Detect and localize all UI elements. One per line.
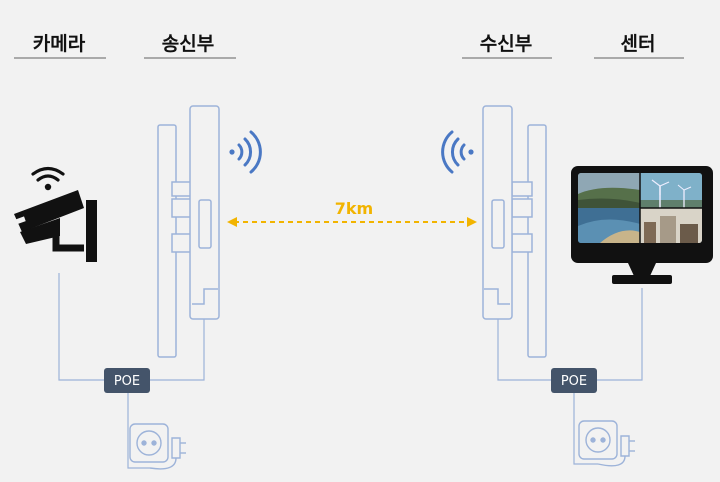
receiver-port: [491, 199, 505, 249]
cctv-camera-icon: [14, 166, 97, 262]
power-outlet-icon: [578, 420, 635, 467]
left-cables: [58, 273, 205, 469]
distance-arrow-left: [227, 217, 237, 227]
receiver-bracket-top: [511, 181, 533, 197]
wifi-signal-icon: [441, 130, 474, 174]
receiver-port-notch: [484, 288, 510, 305]
transmitter-antenna: [157, 105, 220, 358]
transmitter-port-notch: [192, 288, 218, 305]
poe-to-outlet-cable-left: [127, 392, 150, 469]
heading-camera: 카메라: [14, 33, 106, 59]
poe-label-right: POE: [561, 374, 587, 389]
transmitter-bracket-bottom: [171, 233, 193, 253]
heading-center: 센터: [594, 33, 684, 59]
camera-to-poe-cable: [58, 273, 104, 381]
right-cables: [497, 288, 643, 465]
transmitter-port: [198, 199, 212, 249]
receiver-antenna: [482, 105, 547, 358]
receiver-bracket-bottom: [511, 233, 533, 253]
wifi-signal-icon: [229, 130, 262, 174]
heading-camera-label: 카메라: [33, 33, 86, 55]
heading-receiver-label: 수신부: [480, 33, 532, 55]
transmitter-to-poe-cable: [150, 318, 205, 381]
distance-link: 7km: [227, 199, 477, 227]
distance-label: 7km: [335, 199, 373, 218]
distance-arrow-right: [467, 217, 477, 227]
heading-transmitter-label: 송신부: [162, 33, 214, 55]
transmitter-bracket-middle: [171, 198, 193, 218]
poe-box-right: POE: [551, 368, 597, 393]
monitor-screen: [578, 173, 702, 243]
receiver-to-poe-cable: [497, 318, 551, 381]
receiver-bracket-middle: [511, 198, 533, 218]
poe-label-left: POE: [114, 374, 140, 389]
poe-to-outlet-cable-right: [573, 392, 598, 465]
transmitter-bracket-top: [171, 181, 193, 197]
poe-box-left: POE: [104, 368, 150, 393]
heading-center-label: 센터: [621, 33, 656, 55]
monitor-icon: [571, 166, 713, 284]
monitor-to-poe-cable: [597, 288, 643, 381]
heading-receiver: 수신부: [462, 33, 552, 59]
power-outlet-icon: [129, 423, 186, 470]
heading-transmitter: 송신부: [144, 33, 236, 59]
